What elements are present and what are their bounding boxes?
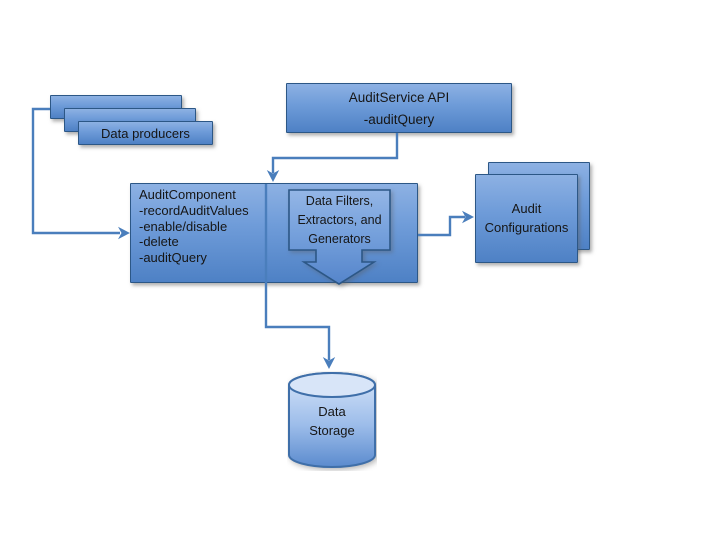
data-filters-line: Generators [308,231,371,246]
data-storage-line: Storage [309,423,355,438]
data-producers-node: Data producers [78,121,213,145]
data-filters-line: Extractors, and [297,212,382,227]
data-filters-label: Data Filters, Extractors, and Generators [289,190,390,250]
cylinder-shape [288,372,376,468]
data-filters-line: Data Filters, [305,193,374,208]
data-producers-label: Data producers [101,125,190,141]
audit-component-method: -enable/disable [139,218,228,234]
audit-configurations-node: Audit Configurations [475,174,578,263]
arrowhead-into-storage [322,357,336,369]
audit-component-title: AuditComponent [139,187,236,202]
audit-service-api-method: -auditQuery [363,112,435,127]
connector-component-to-configurations [418,215,465,237]
data-storage-label: Data Storage [287,402,377,440]
audit-component-method: -delete [139,234,179,250]
audit-configurations-line: Audit [511,201,542,216]
data-storage-node: Data Storage [287,371,377,471]
data-filters-callout: Data Filters, Extractors, and Generators [288,189,391,286]
connector-api-to-component [271,133,399,173]
audit-component-method: -recordAuditValues [139,202,249,218]
cylinder-top [288,372,376,398]
arrowhead-into-component-left [118,226,130,240]
audit-configurations-line: Configurations [484,219,569,235]
arrowhead-into-configurations [462,210,474,224]
audit-component-method: -auditQuery [139,250,207,266]
data-storage-line: Data [318,404,346,419]
audit-service-api-node: AuditService API -auditQuery [286,83,512,133]
audit-service-api-title: AuditService API [348,90,450,105]
arrowhead-into-component-top [266,170,280,182]
